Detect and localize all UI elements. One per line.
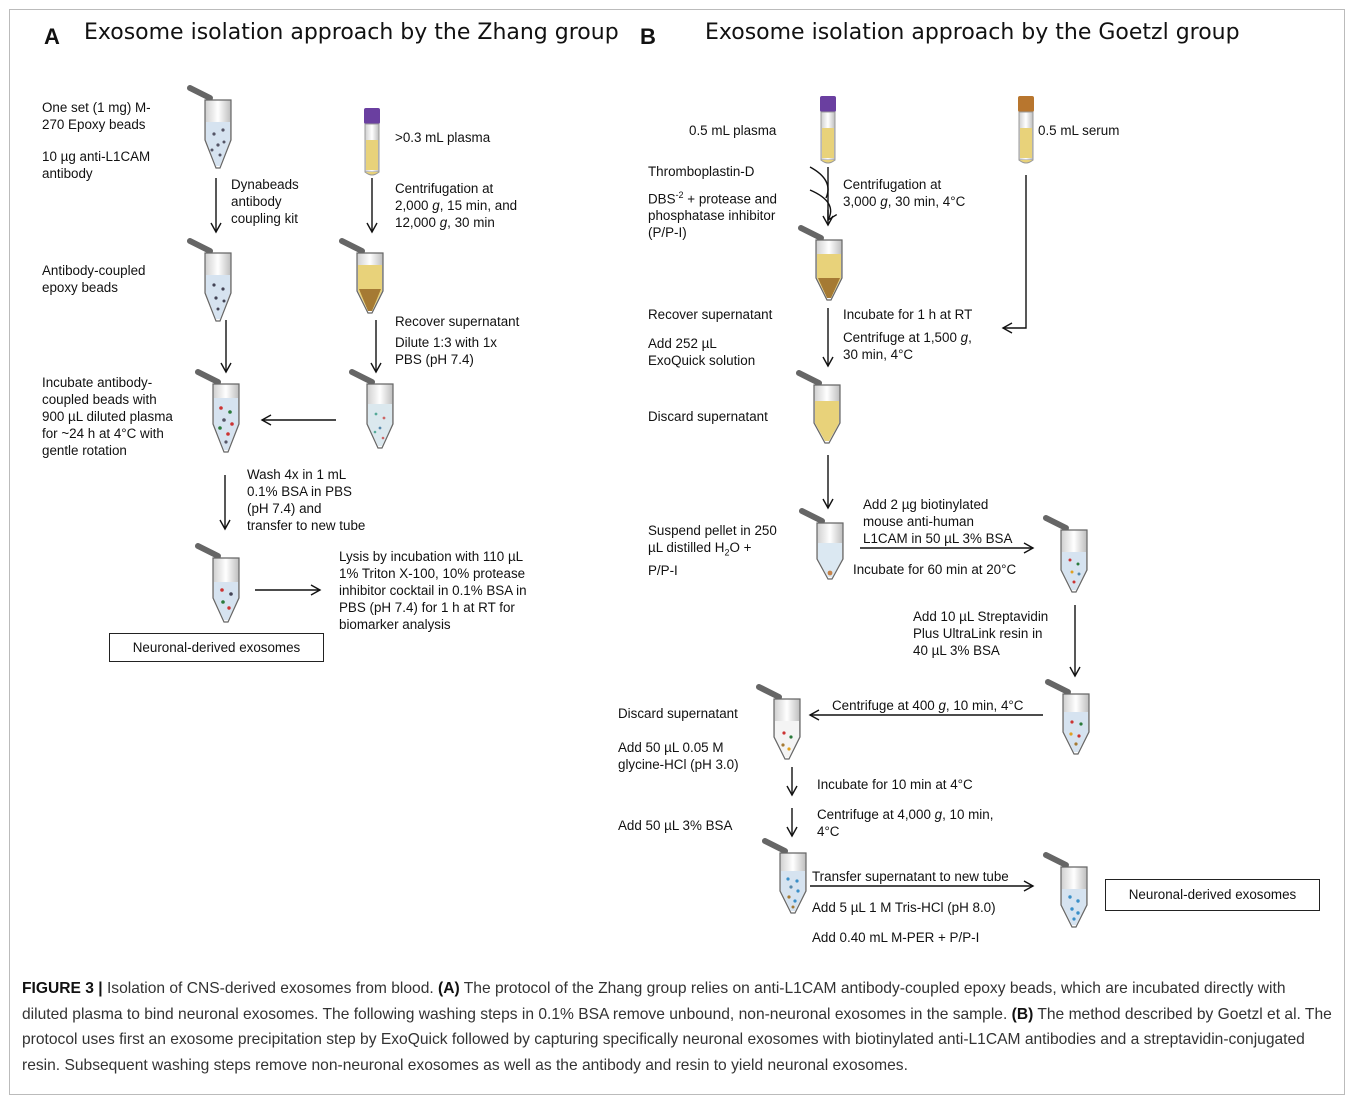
arrow-b-thrombo-curve xyxy=(809,166,829,199)
b-centrifuge4000-label: Centrifuge at 4,000 g, 10 min, 4°C xyxy=(817,807,994,839)
a-beads-label: One set (1 mg) M- 270 Epoxy beads xyxy=(42,100,151,132)
caption-figure-label: FIGURE 3 | xyxy=(22,980,103,997)
b-discard2-label: Discard supernatant xyxy=(618,706,738,721)
a-result-box: Neuronal-derived exosomes xyxy=(109,633,324,662)
panel-b-letter: B xyxy=(640,24,656,49)
panel-a-letter: A xyxy=(44,24,60,49)
b-dbs-label: DBS-2 + protease and phosphatase inhibit… xyxy=(648,190,777,241)
a-antibody-label: 10 µg anti-L1CAM antibody xyxy=(42,149,151,181)
a-lysis-label: Lysis by incubation with 110 µL 1% Trito… xyxy=(339,549,527,632)
tube-b-glycine xyxy=(762,838,807,914)
b-plasma-label: 0.5 mL plasma xyxy=(689,123,777,138)
b-add-bsa-label: Add 50 µL 3% BSA xyxy=(618,818,733,833)
tube-b-resin xyxy=(1045,679,1090,755)
b-centrifugation-label: Centrifugation at 3,000 g, 30 min, 4°C xyxy=(843,177,966,209)
a-incubate-label: Incubate antibody- coupled beads with 90… xyxy=(42,375,173,458)
tube-b-exoquick xyxy=(796,370,841,444)
b-glycine-label: Add 50 µL 0.05 M glycine-HCl (pH 3.0) xyxy=(618,740,739,772)
b-centrifuge400-label: Centrifuge at 400 g, 10 min, 4°C xyxy=(832,698,1024,713)
figure-frame xyxy=(9,9,1345,1095)
tube-b-suspended xyxy=(799,508,844,580)
b-streptavidin-label: Add 10 µL Streptavidin Plus UltraLink re… xyxy=(913,609,1049,658)
tube-a-incubate xyxy=(195,369,240,453)
b-tris-label: Add 5 µL 1 M Tris-HCl (pH 8.0) xyxy=(812,900,996,915)
figure-caption: FIGURE 3 | Isolation of CNS-derived exos… xyxy=(22,980,1332,1074)
b-result-box: Neuronal-derived exosomes xyxy=(1105,879,1320,911)
panel-b-title: Exosome isolation approach by the Goetzl… xyxy=(705,20,1240,45)
b-exoquick-label: Add 252 µL ExoQuick solution xyxy=(648,336,756,368)
arrow-b-serum-elbow xyxy=(1001,175,1027,334)
tube-a-beads xyxy=(187,85,232,169)
b-incubate10-label: Incubate for 10 min at 4°C xyxy=(817,777,973,792)
caption-b-tag: (B) xyxy=(1011,1005,1034,1023)
a-dynabeads-label: Dynabeads antibody coupling kit xyxy=(231,177,299,226)
b-suspend-label: Suspend pellet in 250 µL distilled H2O +… xyxy=(648,523,777,578)
b-discard1-label: Discard supernatant xyxy=(648,409,768,424)
a-wash-label: Wash 4x in 1 mL 0.1% BSA in PBS (pH 7.4)… xyxy=(247,467,366,533)
tube-b-biotinylated xyxy=(1043,515,1088,593)
b-serum-label: 0.5 mL serum xyxy=(1038,123,1120,138)
b-recover-label: Recover supernatant xyxy=(648,307,773,322)
a-plasma-label: >0.3 mL plasma xyxy=(395,130,491,145)
caption-a-tag: (A) xyxy=(438,980,460,997)
tube-b-final xyxy=(1043,852,1088,928)
b-transfer-label: Transfer supernatant to new tube xyxy=(812,869,1009,884)
tube-a-coupled xyxy=(187,238,232,322)
b-incubate-rt-label: Incubate for 1 h at RT xyxy=(843,307,973,322)
tube-b-plasma-vacutainer xyxy=(820,96,836,164)
a-dilute-label: Dilute 1:3 with 1x PBS (pH 7.4) xyxy=(395,335,497,367)
panel-a-title: Exosome isolation approach by the Zhang … xyxy=(84,20,619,45)
b-centrifuge1500-label: Centrifuge at 1,500 g, 30 min, 4°C xyxy=(843,330,972,362)
b-incubate60-label: Incubate for 60 min at 20°C xyxy=(853,562,1017,577)
a-centrifugation-label: Centrifugation at 2,000 g, 15 min, and 1… xyxy=(395,181,518,230)
tube-a-diluted xyxy=(349,369,394,449)
b-thromboplastin-label: Thromboplastin-D xyxy=(648,164,755,179)
tube-b-discard xyxy=(756,684,801,760)
tube-a-final xyxy=(195,543,240,623)
tube-b-serum-vacutainer xyxy=(1018,96,1034,164)
b-mper-label: Add 0.40 mL M-PER + P/P-I xyxy=(812,930,980,945)
tube-b-centrifuged xyxy=(798,225,843,301)
tube-a-plasma-vacutainer xyxy=(364,108,380,176)
a-recover-label: Recover supernatant xyxy=(395,314,520,329)
tube-a-centrifuged xyxy=(339,238,384,314)
b-biotin-label: Add 2 µg biotinylated mouse anti-human L… xyxy=(863,497,1013,546)
a-coupled-label: Antibody-coupled epoxy beads xyxy=(42,263,146,295)
